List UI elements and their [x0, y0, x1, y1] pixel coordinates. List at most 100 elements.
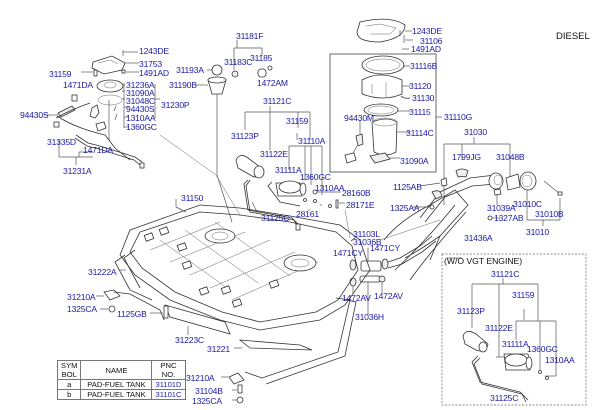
part-label-1310AA[interactable]: 1310AA [126, 113, 156, 123]
tank-straps [96, 269, 357, 404]
part-label-94430S-left[interactable]: 94430S [20, 110, 49, 120]
legend-pnc-link[interactable]: 31101D [151, 379, 186, 390]
hose-31231A [58, 134, 145, 169]
part-label-31123P[interactable]: 31123P [231, 131, 259, 141]
part-label-1325CA[interactable]: 1325CA [67, 304, 97, 314]
part-label-28161[interactable]: 28161 [296, 209, 319, 219]
part-label-1472AV-left[interactable]: 1472AV [342, 293, 371, 303]
part-label-1325CA-lower[interactable]: 1325CA [192, 396, 222, 406]
part-label-31190B[interactable]: 31190B [169, 80, 197, 90]
part-label-31120[interactable]: 31120 [409, 81, 432, 91]
legend-row: b PAD-FUEL TANK 31101C [56, 389, 186, 400]
part-label-31106[interactable]: 31106 [420, 36, 443, 46]
part-label-31110A[interactable]: 31110A [298, 136, 326, 146]
inset-label-1360GC[interactable]: 1360GC [527, 344, 558, 354]
part-label-31036H[interactable]: 31036H [355, 312, 384, 322]
leader-lines [159, 134, 441, 241]
part-label-1243DE-right[interactable]: 1243DE [412, 26, 442, 36]
inset-label-31111A[interactable]: 31111A [502, 339, 529, 349]
part-label-31210A[interactable]: 31210A [67, 292, 96, 302]
part-label-31210A-lower[interactable]: 31210A [186, 373, 215, 383]
part-label-31104B[interactable]: 31104B [195, 386, 223, 396]
inset-label-31121C[interactable]: 31121C [491, 269, 520, 279]
part-label-31159-center[interactable]: 31159 [286, 116, 309, 126]
part-label-31122E[interactable]: 31122E [260, 149, 288, 159]
part-label-31436A[interactable]: 31436A [464, 233, 493, 243]
part-label-1471CY-left[interactable]: 1471CY [333, 248, 363, 258]
legend-symbol: a [56, 379, 82, 390]
part-label-31116B[interactable]: 31116B [410, 61, 438, 71]
part-label-31115[interactable]: 31115 [409, 107, 431, 117]
part-label-31030[interactable]: 31030 [464, 127, 487, 137]
part-label-1491AD[interactable]: 1491AD [139, 68, 169, 78]
part-label-31010C[interactable]: 31010C [513, 199, 542, 209]
part-label-31048C[interactable]: 31048C [126, 96, 155, 106]
part-label-31010B[interactable]: 31010B [535, 209, 564, 219]
part-label-1125GB[interactable]: 1125GB [117, 309, 147, 319]
inset-label-31122E[interactable]: 31122E [485, 323, 513, 333]
part-label-31236A[interactable]: 31236A [126, 80, 155, 90]
part-label-31114C[interactable]: 31114C [406, 128, 434, 138]
part-label-1471DA[interactable]: 1471DA [63, 80, 93, 90]
part-label-94430M[interactable]: 94430M [344, 113, 374, 123]
part-label-1471CY-right[interactable]: 1471CY [370, 243, 400, 253]
part-label-1491AD-right[interactable]: 1491AD [411, 44, 441, 54]
filler-neck-top-group [196, 40, 273, 223]
legend-name: PAD-FUEL TANK [80, 379, 153, 390]
inset-note: (W/O VGT ENGINE) [444, 256, 523, 266]
pump-group-31121C [235, 106, 345, 231]
part-label-31130[interactable]: 31130 [412, 93, 435, 103]
part-label-1472AM[interactable]: 1472AM [257, 78, 288, 88]
part-label-1471DA-lower[interactable]: 1471DA [83, 145, 113, 155]
legend-header-name: NAME [80, 360, 153, 380]
part-label-1360GC[interactable]: 1360GC [126, 122, 157, 132]
part-label-1310AA-center[interactable]: 1310AA [315, 183, 345, 193]
part-label-31110G[interactable]: 31110G [444, 112, 473, 122]
part-label-1325AA[interactable]: 1325AA [390, 203, 420, 213]
fuel-sender-cover-group [44, 50, 160, 161]
inset-label-31159[interactable]: 31159 [512, 290, 535, 300]
inset-label-31123P[interactable]: 31123P [457, 306, 485, 316]
part-label-31193A[interactable]: 31193A [176, 65, 204, 75]
part-label-31090A[interactable]: 31090A [126, 88, 155, 98]
part-label-31231A[interactable]: 31231A [63, 166, 92, 176]
part-label-31036B[interactable]: 31036B [353, 237, 382, 247]
part-label-28160B[interactable]: 28160B [342, 188, 371, 198]
part-label-31183C[interactable]: 31183C [224, 57, 253, 67]
part-label-31181F[interactable]: 31181F [236, 31, 264, 41]
part-label-31111A[interactable]: 31111A [275, 165, 302, 175]
part-label-31753[interactable]: 31753 [139, 59, 162, 69]
part-label-1327AB[interactable]: 1327AB [494, 213, 524, 223]
part-label-31221[interactable]: 31221 [207, 344, 230, 354]
part-label-31048B[interactable]: 31048B [496, 152, 525, 162]
inset-label-31125C[interactable]: 31125C [490, 393, 519, 403]
part-label-31010[interactable]: 31010 [526, 227, 549, 237]
part-label-31150[interactable]: 31150 [181, 193, 204, 203]
part-label-31230P[interactable]: 31230P [161, 100, 190, 110]
part-label-31125C[interactable]: 31125C [261, 213, 290, 223]
part-label-31185[interactable]: 31185 [250, 53, 273, 63]
part-label-31335D[interactable]: 31335D [47, 137, 76, 147]
part-label-31159[interactable]: 31159 [49, 69, 72, 79]
part-label-31121C[interactable]: 31121C [263, 96, 292, 106]
part-label-1360GC-center[interactable]: 1360GC [300, 172, 331, 182]
part-label-31039A[interactable]: 31039A [487, 203, 516, 213]
inset-label-1310AA[interactable]: 1310AA [545, 355, 575, 365]
part-label-94430S[interactable]: 94430S [126, 104, 155, 114]
part-label-1125AB[interactable]: 1125AB [393, 182, 422, 192]
part-label-31090A-right[interactable]: 31090A [400, 156, 429, 166]
fuel-tank-31150 [114, 199, 371, 331]
part-label-1472AV-right[interactable]: 1472AV [374, 291, 403, 301]
legend-name: PAD-FUEL TANK [80, 389, 153, 400]
part-label-31222A[interactable]: 31222A [88, 267, 117, 277]
part-label-1243DE[interactable]: 1243DE [139, 46, 169, 56]
variant-title: DIESEL [556, 31, 590, 42]
part-label-31223C[interactable]: 31223C [175, 335, 204, 345]
part-label-28171E[interactable]: 28171E [346, 200, 375, 210]
legend-pnc-link[interactable]: 31101C [151, 389, 186, 400]
part-label-31103L[interactable]: 31103L [353, 229, 380, 239]
part-label-1799JG[interactable]: 1799JG [452, 152, 481, 162]
